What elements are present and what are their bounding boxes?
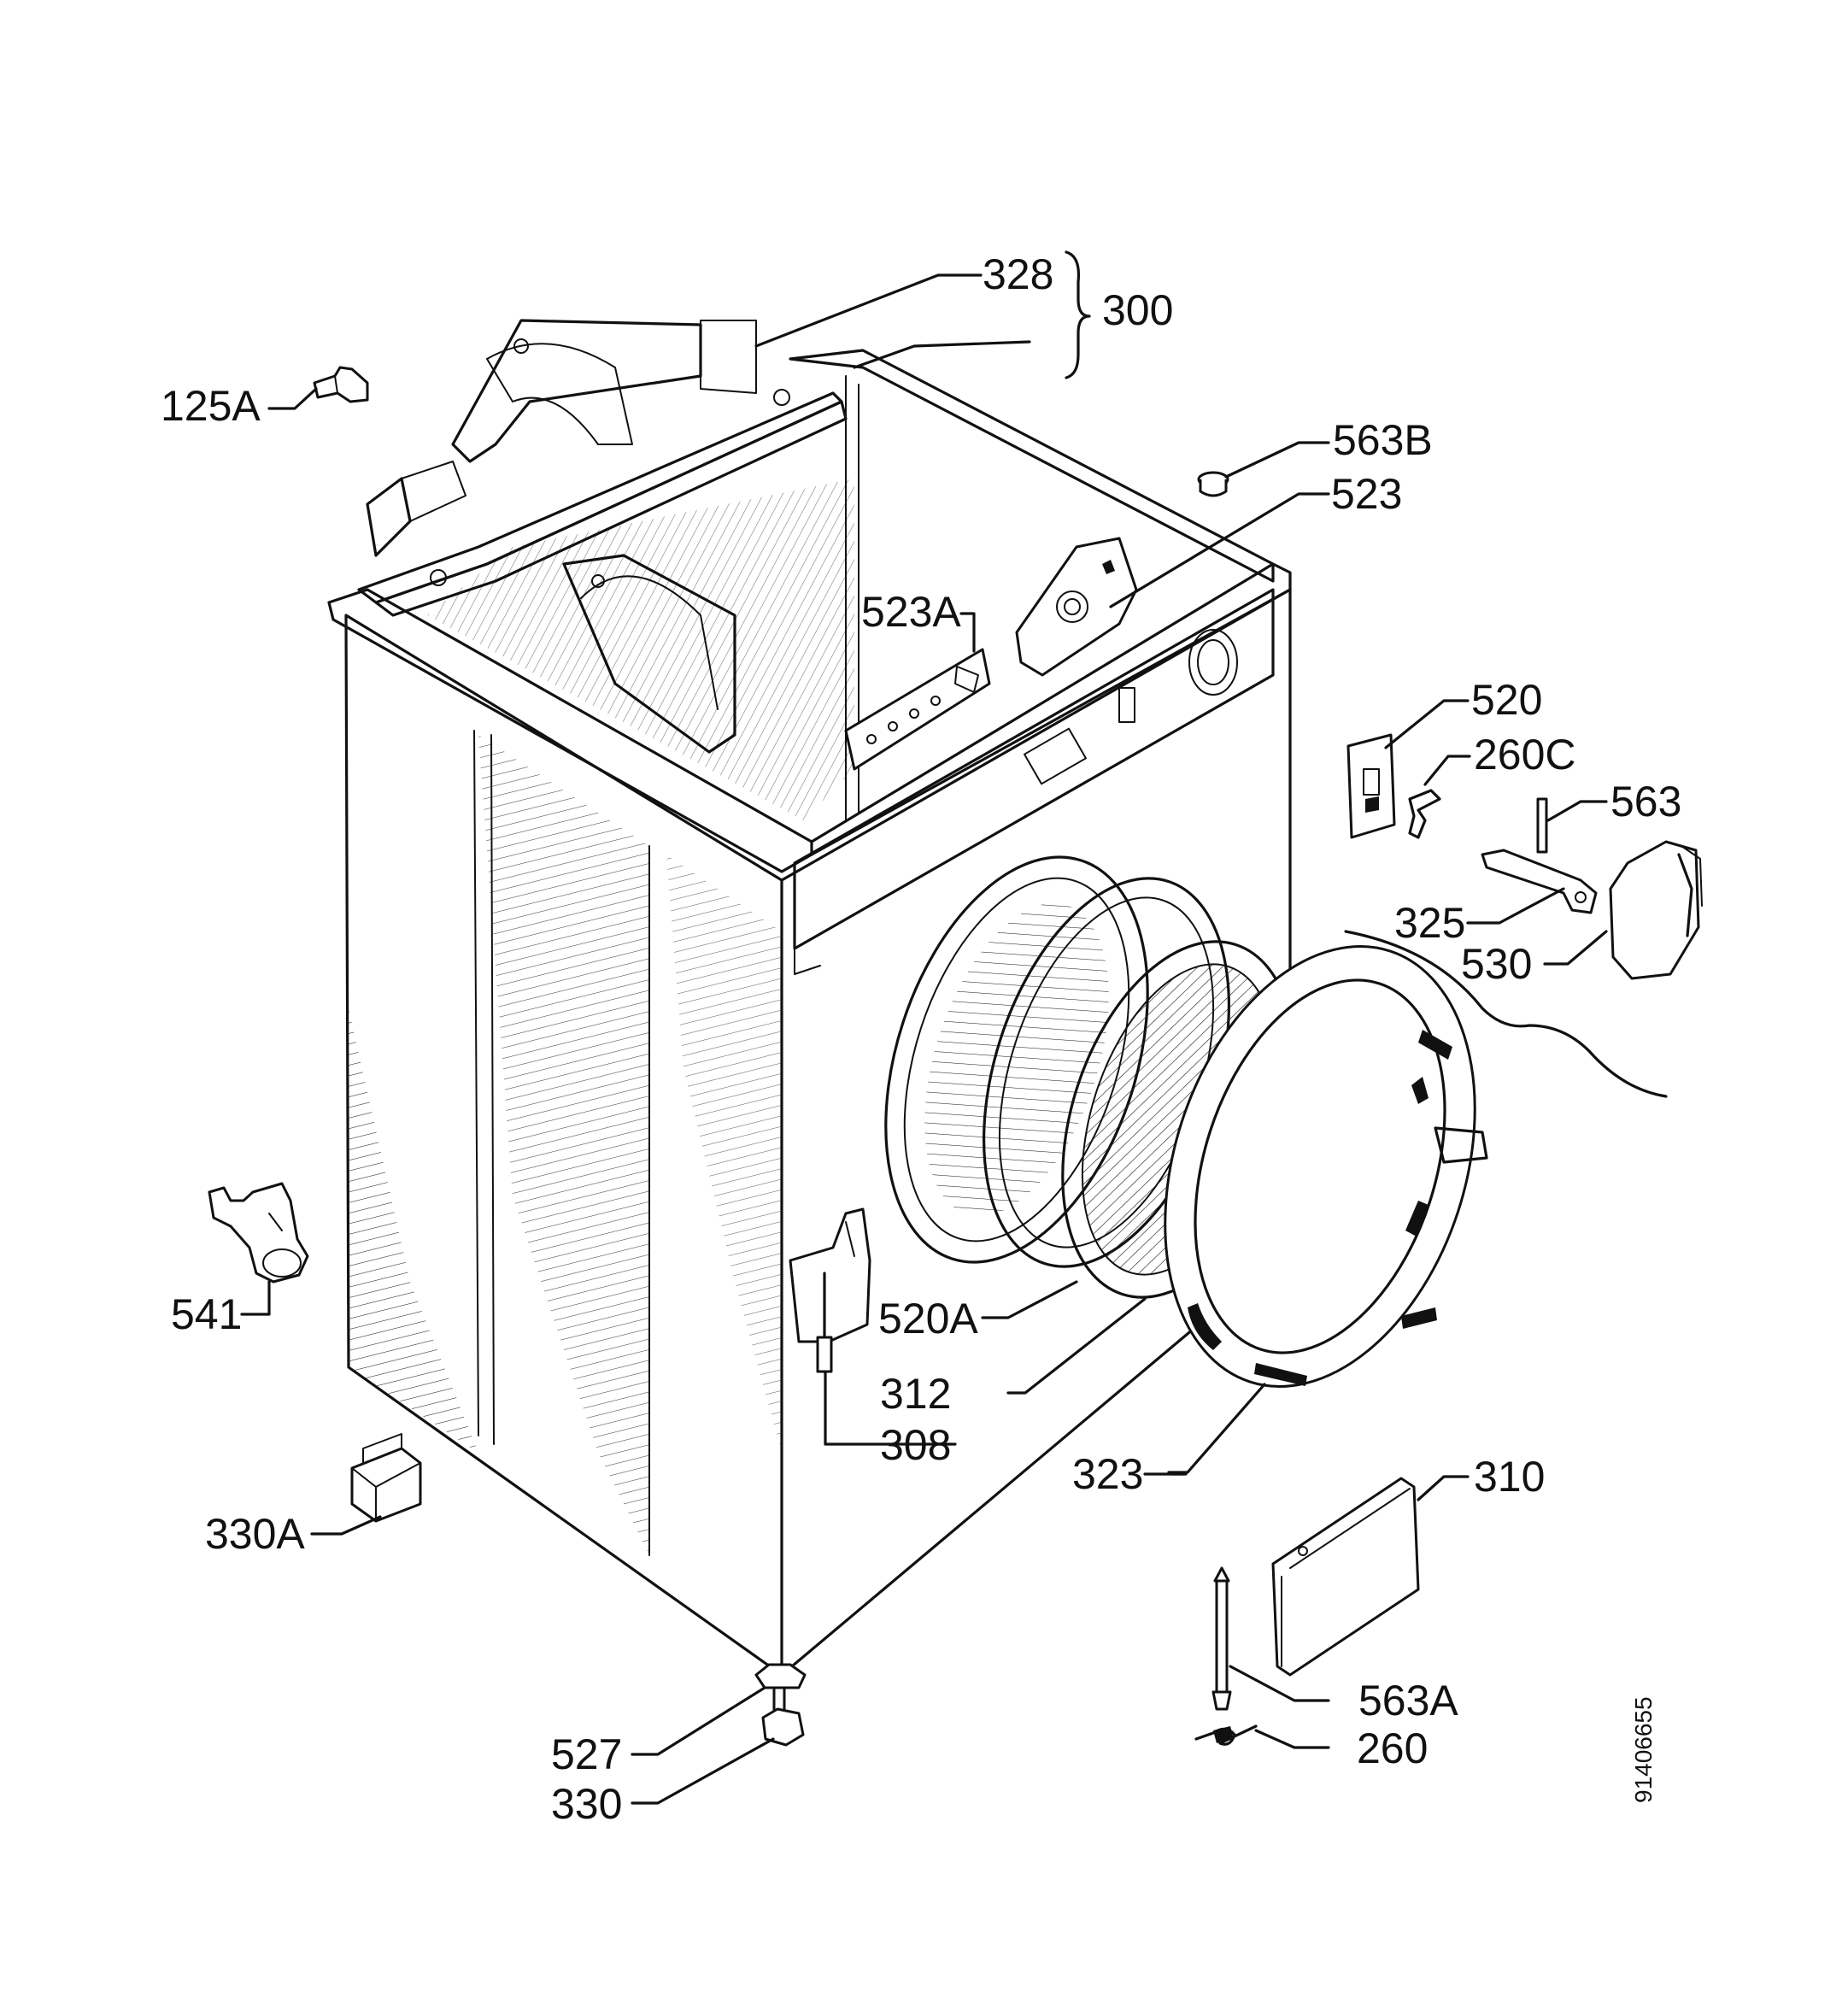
label-523a: 523A xyxy=(861,588,961,636)
label-541: 541 xyxy=(171,1290,242,1338)
part-541 xyxy=(208,1182,309,1284)
group-bracket-door-lock xyxy=(1344,930,1668,1098)
part-530 xyxy=(1609,840,1703,980)
label-530: 530 xyxy=(1461,940,1532,988)
cabinet xyxy=(327,320,1292,1677)
top-crossbar-assembly xyxy=(357,319,848,754)
part-325 xyxy=(1481,849,1598,914)
part-563 xyxy=(1536,797,1548,854)
label-563b: 563B xyxy=(1333,416,1433,464)
label-300: 300 xyxy=(1102,286,1173,334)
label-330a: 330A xyxy=(205,1510,305,1558)
label-312: 312 xyxy=(880,1370,951,1418)
part-563b xyxy=(1197,471,1229,497)
label-330: 330 xyxy=(551,1780,622,1828)
label-310: 310 xyxy=(1474,1453,1545,1501)
part-labels: 328 300 125A 563B 523 523A 520 260C 563 … xyxy=(161,250,1681,1828)
door-assembly xyxy=(884,855,1488,1388)
label-260: 260 xyxy=(1357,1724,1428,1772)
label-527: 527 xyxy=(551,1730,622,1778)
part-330a xyxy=(350,1433,422,1523)
label-328: 328 xyxy=(983,250,1053,298)
label-563: 563 xyxy=(1610,778,1681,825)
label-260c: 260C xyxy=(1474,731,1576,778)
part-330 xyxy=(761,1686,805,1747)
label-125a: 125A xyxy=(161,382,261,430)
part-563a xyxy=(1211,1566,1232,1711)
label-520a: 520A xyxy=(878,1295,978,1342)
part-520 xyxy=(1346,733,1396,839)
document-number: 91406655 xyxy=(1630,1696,1657,1803)
part-523a xyxy=(844,648,991,771)
label-520: 520 xyxy=(1471,676,1542,724)
part-260c xyxy=(1408,789,1441,839)
leader-lines xyxy=(240,250,1608,1805)
part-527 xyxy=(754,1663,807,1689)
part-260 xyxy=(1194,1724,1258,1746)
part-310 xyxy=(1271,1477,1420,1677)
label-523: 523 xyxy=(1331,470,1402,518)
part-125a xyxy=(313,366,369,403)
label-308: 308 xyxy=(880,1421,951,1469)
part-523 xyxy=(1015,537,1138,677)
label-323: 323 xyxy=(1072,1450,1143,1498)
label-563a: 563A xyxy=(1358,1677,1458,1724)
part-520a-hinge xyxy=(789,1207,871,1373)
label-325: 325 xyxy=(1394,899,1465,947)
